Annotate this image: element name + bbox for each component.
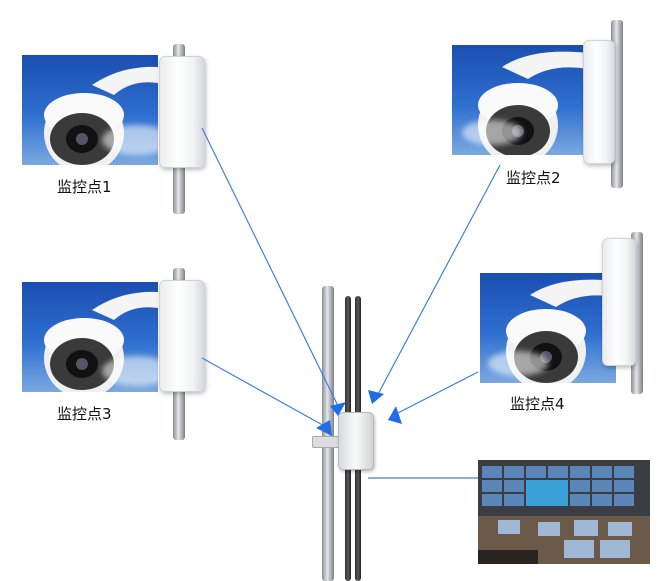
camera-photo-4 [480,273,616,383]
arrow-site-1-icon [330,402,346,416]
arrow-site-2-icon [368,390,384,404]
camera-photo-2 [452,45,588,155]
arrow-site-4-icon [388,406,402,424]
dome-camera-icon [44,291,158,392]
wireless-bridge-icon [602,238,636,366]
central-access-point [338,412,374,470]
wireless-bridge-icon [583,40,615,164]
wireless-bridge-icon [159,280,205,392]
link-line-site-3 [201,357,329,429]
camera-photo-3 [22,282,158,392]
site-label-3: 监控点3 [57,405,112,423]
arrow-site-3-icon [316,420,332,436]
site-label-1: 监控点1 [57,178,112,196]
dome-camera-icon [44,66,158,165]
link-line-site-1 [201,127,341,411]
site-label-4: 监控点4 [510,395,565,413]
site-label-2: 监控点2 [506,169,561,187]
monitoring-center-icon [478,460,650,564]
wireless-bridge-icon [159,56,205,168]
camera-photo-1 [22,55,158,165]
link-line-site-4 [391,371,479,417]
link-line-site-2 [375,164,501,399]
